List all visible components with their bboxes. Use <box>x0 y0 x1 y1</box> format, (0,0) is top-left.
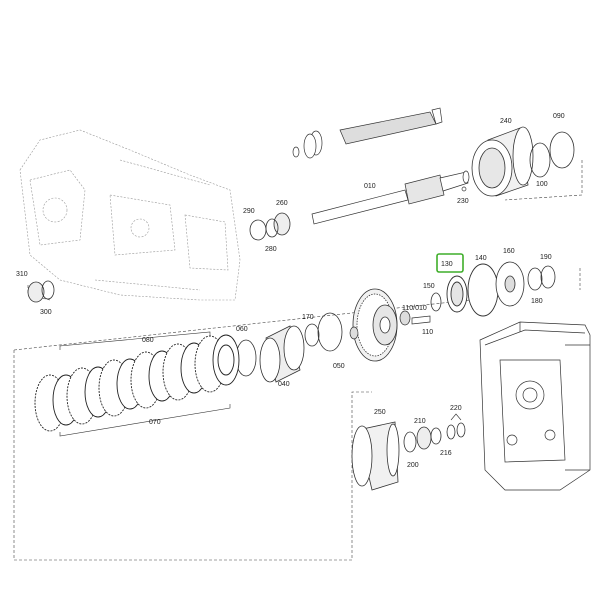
label-260[interactable]: 260 <box>276 200 288 207</box>
highlight-box-130[interactable] <box>436 253 464 273</box>
part-300-ring <box>41 280 55 300</box>
label-050[interactable]: 050 <box>333 363 345 370</box>
part-180-ring <box>527 267 543 291</box>
part-070-bracket <box>59 404 231 437</box>
part-216-washer <box>430 427 442 445</box>
part-090-ring <box>549 131 575 169</box>
part-260-bearing <box>273 212 291 236</box>
part-040-roller-cage <box>259 325 305 383</box>
part-240-hub <box>471 126 534 197</box>
label-040[interactable]: 040 <box>278 381 290 388</box>
part-200-ring <box>403 431 417 453</box>
part-080-070-clutch-pack <box>34 334 240 432</box>
part-220-bracket <box>450 413 462 421</box>
part-310-bearing <box>27 281 45 303</box>
label-240[interactable]: 240 <box>500 118 512 125</box>
part-280-ring <box>265 218 279 238</box>
part-010-shaft <box>311 170 470 225</box>
label-280[interactable]: 280 <box>265 246 277 253</box>
part-290-washer <box>249 219 267 241</box>
part-160-plate <box>495 261 525 307</box>
label-160[interactable]: 160 <box>503 248 515 255</box>
part-080-bracket <box>59 331 211 350</box>
label-110-010[interactable]: 110/010 <box>402 305 427 312</box>
part-220-ring-b <box>456 422 466 438</box>
label-080[interactable]: 080 <box>142 337 154 344</box>
label-210[interactable]: 210 <box>414 418 426 425</box>
label-060[interactable]: 060 <box>236 326 248 333</box>
part-100-ring <box>529 142 551 178</box>
part-250-housing <box>351 421 400 491</box>
label-110[interactable]: 110 <box>422 329 433 336</box>
part-170-ring-b <box>317 312 343 352</box>
label-310[interactable]: 310 <box>16 271 28 278</box>
label-170[interactable]: 170 <box>302 314 314 321</box>
transmission-housing-right <box>479 321 591 491</box>
part-230-pin <box>461 186 467 192</box>
label-250[interactable]: 250 <box>374 409 386 416</box>
label-200[interactable]: 200 <box>407 462 419 469</box>
splined-shaft-assembly <box>292 107 443 159</box>
label-130[interactable]: 130 <box>441 261 453 268</box>
part-210-bearing <box>416 426 432 450</box>
label-190[interactable]: 190 <box>540 254 552 261</box>
part-140-ring <box>467 263 499 317</box>
part-labels: 240 090 010 100 230 290 260 280 310 300 … <box>16 113 565 469</box>
label-290[interactable]: 290 <box>243 208 255 215</box>
label-100[interactable]: 100 <box>536 181 548 188</box>
label-230[interactable]: 230 <box>457 198 469 205</box>
label-010[interactable]: 010 <box>364 183 376 190</box>
label-070[interactable]: 070 <box>149 419 161 426</box>
label-300[interactable]: 300 <box>40 309 52 316</box>
label-090[interactable]: 090 <box>553 113 565 120</box>
transmission-housing-left <box>19 129 241 301</box>
part-170-ring-a <box>304 323 320 347</box>
part-220-ring-a <box>446 424 456 440</box>
part-110-010-shaft-pin <box>399 310 431 326</box>
label-140[interactable]: 140 <box>475 255 487 262</box>
label-216[interactable]: 216 <box>440 450 452 457</box>
part-050-gear <box>352 288 398 362</box>
label-180[interactable]: 180 <box>531 298 543 305</box>
part-small-bearing <box>349 326 359 340</box>
part-190-ring <box>540 265 556 289</box>
label-150[interactable]: 150 <box>423 283 435 290</box>
part-130-bearing <box>446 275 468 313</box>
label-220[interactable]: 220 <box>450 405 462 412</box>
part-150-ring <box>430 292 442 312</box>
